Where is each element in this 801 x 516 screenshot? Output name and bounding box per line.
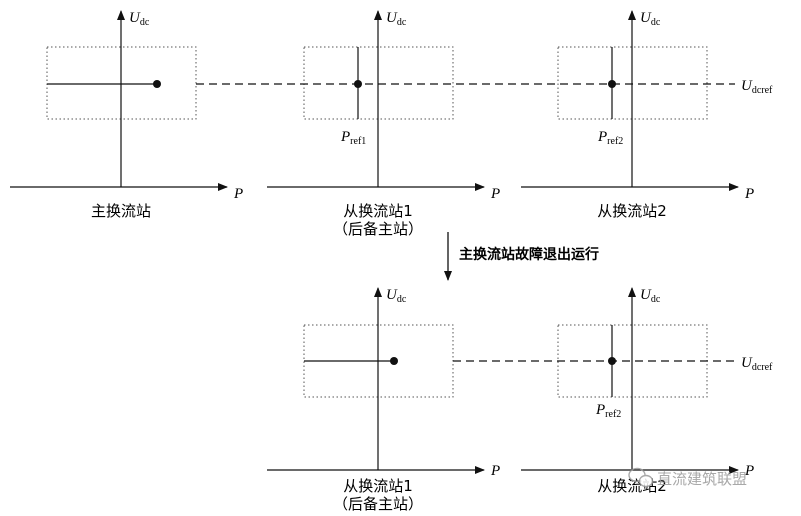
y-axis-label: Udc (640, 287, 661, 305)
operating-point (153, 80, 161, 88)
caption-slave1: 从换流站1 (343, 202, 413, 220)
panel-master-top: Udc P 主换流站 (10, 10, 243, 220)
panel-slave2-top: Udc Pref2 P 从换流站2 (521, 10, 754, 220)
caption-slave1-note: （后备主站） (333, 495, 423, 513)
x-axis-label: P (744, 463, 754, 479)
x-axis-label: P (233, 186, 243, 202)
x-axis-label: P (490, 186, 500, 202)
caption-slave1: 从换流站1 (343, 477, 413, 495)
caption-slave2: 从换流站2 (597, 202, 667, 220)
udcref-label-top: Udcref (741, 78, 773, 96)
caption-master-station: 主换流站 (91, 202, 151, 220)
panel-slave2-bottom: Udc Pref2 P 从换流站2 (521, 287, 754, 495)
udcref-label-bottom: Udcref (741, 355, 773, 373)
y-axis-label: Udc (386, 10, 407, 28)
watermark: 直流建筑联盟 (628, 467, 747, 488)
wechat-icon (628, 467, 654, 488)
pref2-label: Pref2 (597, 129, 623, 147)
y-axis-label: Udc (129, 10, 150, 28)
operating-region-box (303, 46, 454, 120)
transition-label: 主换流站故障退出运行 (459, 246, 599, 263)
x-axis-label: P (490, 463, 500, 479)
pref1-label: Pref1 (340, 129, 366, 147)
operating-region-box (557, 46, 708, 120)
watermark-text: 直流建筑联盟 (657, 470, 747, 488)
x-axis-label: P (744, 186, 754, 202)
operating-point (390, 357, 398, 365)
panel-slave1-top: Udc Pref1 P 从换流站1 （后备主站） (267, 10, 500, 238)
operating-region-box (46, 46, 197, 120)
transition-indicator: 主换流站故障退出运行 (444, 232, 599, 281)
y-axis-label: Udc (640, 10, 661, 28)
pref2-label: Pref2 (595, 402, 621, 420)
caption-slave1-note: （后备主站） (333, 220, 423, 238)
y-axis-label: Udc (386, 287, 407, 305)
panel-slave1-bottom: Udc P 从换流站1 （后备主站） (267, 287, 500, 513)
